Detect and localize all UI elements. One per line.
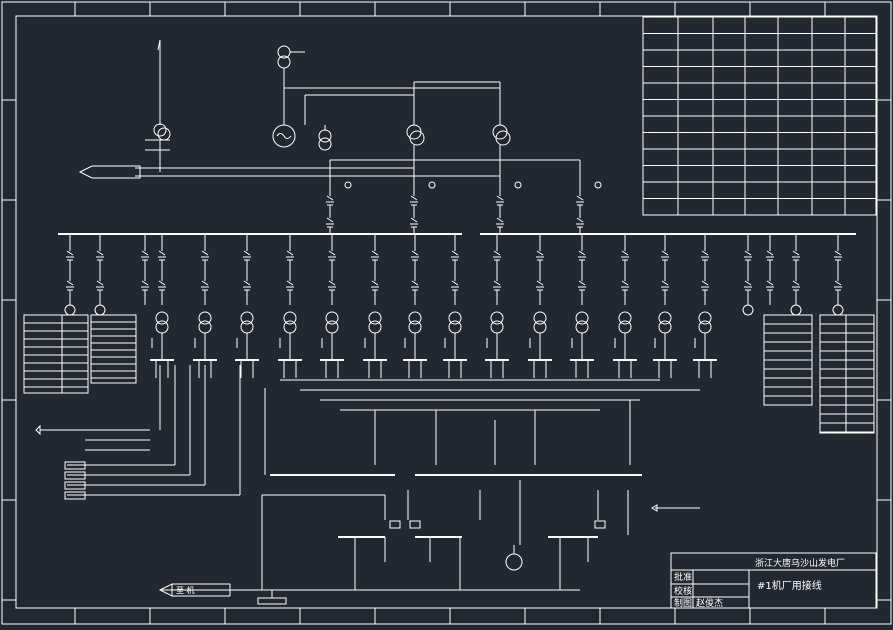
incomer-bay — [410, 181, 436, 234]
feeder-bay — [141, 234, 149, 305]
feeder-bay — [792, 234, 800, 305]
feeder-bay — [96, 234, 104, 305]
feeder-bay — [701, 234, 709, 305]
feeder-bay — [834, 234, 842, 305]
aux-transformer — [653, 311, 677, 378]
aux-transformer — [235, 311, 259, 378]
approve-label: 批准 — [674, 571, 692, 583]
incomer-bay — [496, 181, 522, 234]
drafter-name: 赵俊杰 — [696, 597, 723, 609]
aux-transformer — [528, 311, 552, 378]
aux-transformer — [278, 311, 302, 378]
aux-transformer — [693, 311, 717, 378]
feeder-bay — [744, 234, 752, 305]
feeder-bay — [536, 234, 544, 305]
motor-load — [64, 304, 76, 316]
feeder-bay — [493, 234, 501, 305]
feeder-bay — [578, 234, 586, 305]
feeder-bay — [371, 234, 379, 305]
main-transformer-section — [78, 39, 581, 185]
lv-wiring — [35, 365, 700, 605]
company-name: 浙江大唐乌沙山发电厂 — [755, 557, 845, 569]
title-block — [670, 552, 877, 609]
feeder-bay — [158, 234, 166, 305]
feeder-bay — [328, 234, 336, 305]
motor-load — [94, 304, 106, 316]
motor-load — [742, 304, 754, 316]
aux-transformer — [320, 311, 344, 378]
bottom-arrow-label: 至 机 — [176, 585, 195, 595]
aux-transformer — [403, 311, 427, 378]
feeder-bay — [286, 234, 294, 305]
feeder-bay — [661, 234, 669, 305]
feeder-bay — [451, 234, 459, 305]
feeder-group — [64, 181, 844, 378]
draw-label: 制图 — [674, 597, 692, 609]
incomer-bay — [576, 181, 602, 234]
feeder-bay — [766, 234, 774, 305]
feeder-bay — [201, 234, 209, 305]
aux-transformer — [570, 311, 594, 378]
aux-transformer — [193, 311, 217, 378]
incomer-bay — [326, 181, 352, 234]
aux-transformer — [485, 311, 509, 378]
aux-transformer — [613, 311, 637, 378]
aux-transformer — [150, 311, 174, 378]
drawing-title: #1机厂用接线 — [757, 579, 822, 592]
right-panel-a — [763, 314, 813, 406]
revision-table — [642, 16, 877, 216]
left-panel-a — [23, 314, 89, 394]
motor-load — [832, 304, 844, 316]
left-panel-b — [90, 314, 137, 384]
right-panel-b — [819, 314, 875, 434]
aux-transformer — [363, 311, 387, 378]
motor-load — [790, 304, 802, 316]
feeder-bay — [621, 234, 629, 305]
feeder-bay — [243, 234, 251, 305]
aux-transformer — [443, 311, 467, 378]
feeder-bay — [66, 234, 74, 305]
feeder-bay — [411, 234, 419, 305]
check-label: 校核 — [674, 585, 692, 597]
